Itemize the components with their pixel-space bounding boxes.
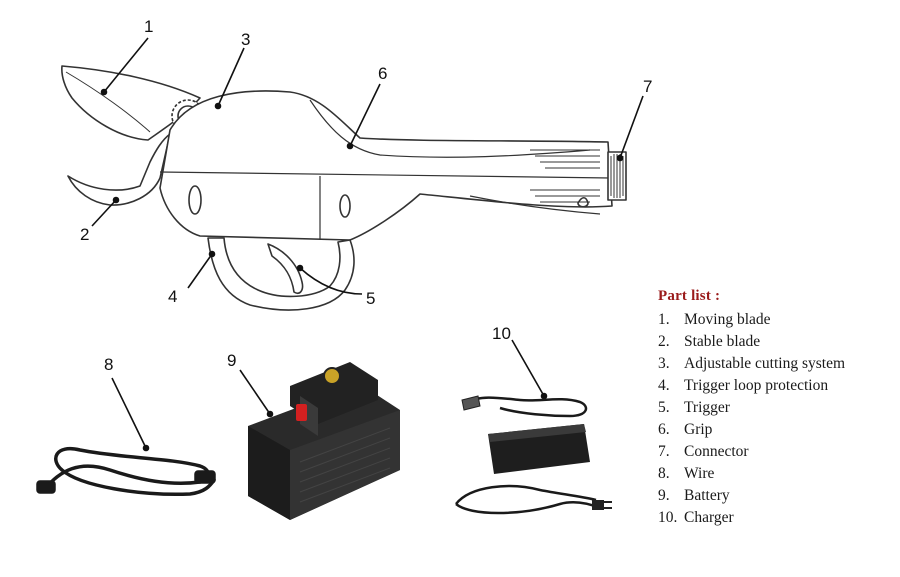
part-list-title: Part list : [658,288,721,304]
part-item: 1. Moving blade [658,309,898,331]
callout-5: 5 [366,289,376,308]
callout-3: 3 [241,30,251,49]
callout-2: 2 [80,225,90,244]
charger [455,395,612,515]
callout-10: 10 [492,324,511,343]
callout-7: 7 [643,77,653,96]
part-label: Moving blade [684,311,771,328]
part-label: Battery [684,487,730,504]
moving-blade [61,65,201,141]
part-list: Part list : 1. Moving blade 2. Stable blad… [658,288,898,529]
leader-lines [91,37,644,452]
part-list-items: 1. Moving blade 2. Stable blade 3. Adjustab… [658,309,898,529]
part-label: Trigger loop protection [684,377,829,394]
part-item: 7. Connector [658,441,898,463]
part-item: 8. Wire [658,463,898,485]
part-number: 3. [658,355,670,372]
callout-8: 8 [104,355,114,374]
part-number: 4. [658,377,670,394]
trigger [267,243,304,295]
part-label: Charger [684,509,734,526]
wire [36,446,216,497]
part-number: 5. [658,399,670,416]
part-item: 4. Trigger loop protection [658,375,898,397]
part-label: Connector [684,443,749,460]
part-number: 6. [658,421,670,438]
part-label: Grip [684,421,713,438]
pruning-shears [61,65,627,311]
part-label: Wire [684,465,715,482]
part-number: 8. [658,465,670,482]
part-item: 10. Charger [658,507,898,529]
part-number: 2. [658,333,670,350]
part-number: 9. [658,487,670,504]
part-item: 9. Battery [658,485,898,507]
part-label: Stable blade [684,333,761,350]
callout-6: 6 [378,64,388,83]
callout-4: 4 [168,287,178,306]
part-item: 5. Trigger [658,397,898,419]
part-number: 7. [658,443,670,460]
part-item: 3. Adjustable cutting system [658,353,898,375]
part-number: 10. [658,509,678,526]
trigger-loop [207,237,355,311]
part-label: Trigger [684,399,730,416]
callout-1: 1 [144,17,154,36]
part-item: 2. Stable blade [658,331,898,353]
callout-9: 9 [227,351,237,370]
part-label: Adjustable cutting system [684,355,846,372]
battery-switch [296,404,307,421]
battery [248,362,400,520]
stable-blade [67,133,171,206]
part-number: 1. [658,311,670,328]
part-item: 6. Grip [658,419,898,441]
